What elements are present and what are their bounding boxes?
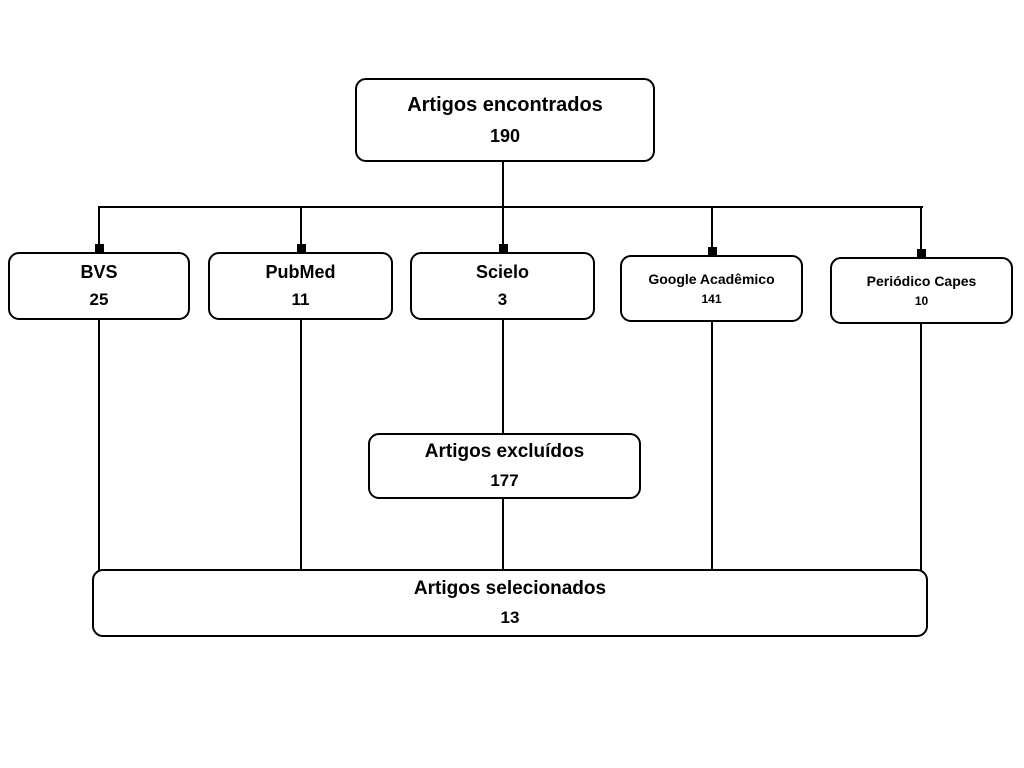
- node-artigos-excluidos: Artigos excluídos 177: [368, 433, 641, 499]
- node-label: Artigos selecionados: [413, 578, 607, 600]
- connector-capes-selected: [920, 324, 922, 570]
- node-value: 25: [89, 290, 109, 310]
- node-label: Artigos encontrados: [407, 93, 603, 116]
- node-google-academico: Google Acadêmico 141: [620, 255, 803, 322]
- node-label: Scielo: [475, 262, 530, 283]
- node-label: Artigos excluídos: [424, 441, 585, 463]
- node-value: 190: [489, 125, 521, 146]
- node-periodico-capes: Periódico Capes 10: [830, 257, 1013, 324]
- node-artigos-selecionados: Artigos selecionados 13: [92, 569, 928, 637]
- connector-excluded-selected: [502, 498, 504, 570]
- connector-drop-bvs: [98, 206, 100, 249]
- node-value: 177: [490, 471, 519, 491]
- node-scielo: Scielo 3: [410, 252, 595, 320]
- anchor-square-capes: [917, 249, 926, 258]
- connector-drop-capes: [920, 206, 922, 254]
- node-pubmed: PubMed 11: [208, 252, 393, 320]
- node-value: 10: [914, 293, 929, 308]
- node-label: BVS: [80, 262, 118, 283]
- connector-top-vertical: [502, 162, 504, 249]
- connector-google-selected: [711, 322, 713, 570]
- connector-drop-google: [711, 206, 713, 252]
- node-label: Google Acadêmico: [648, 270, 775, 287]
- connector-bus-horizontal: [99, 206, 923, 208]
- anchor-square-google: [708, 247, 717, 256]
- node-artigos-encontrados: Artigos encontrados 190: [355, 78, 655, 162]
- node-value: 11: [291, 290, 310, 310]
- anchor-square-scielo: [499, 244, 508, 253]
- node-value: 141: [701, 291, 722, 306]
- connector-scielo-excluded: [502, 320, 504, 434]
- connector-bvs-selected: [98, 320, 100, 570]
- node-label: PubMed: [265, 262, 336, 283]
- connector-pubmed-selected: [300, 320, 302, 570]
- anchor-square-pubmed: [297, 244, 306, 253]
- connector-drop-pubmed: [300, 206, 302, 249]
- node-bvs: BVS 25: [8, 252, 190, 320]
- node-value: 3: [497, 290, 508, 310]
- node-value: 13: [500, 608, 520, 628]
- node-label: Periódico Capes: [866, 272, 977, 289]
- anchor-square-bvs: [95, 244, 104, 253]
